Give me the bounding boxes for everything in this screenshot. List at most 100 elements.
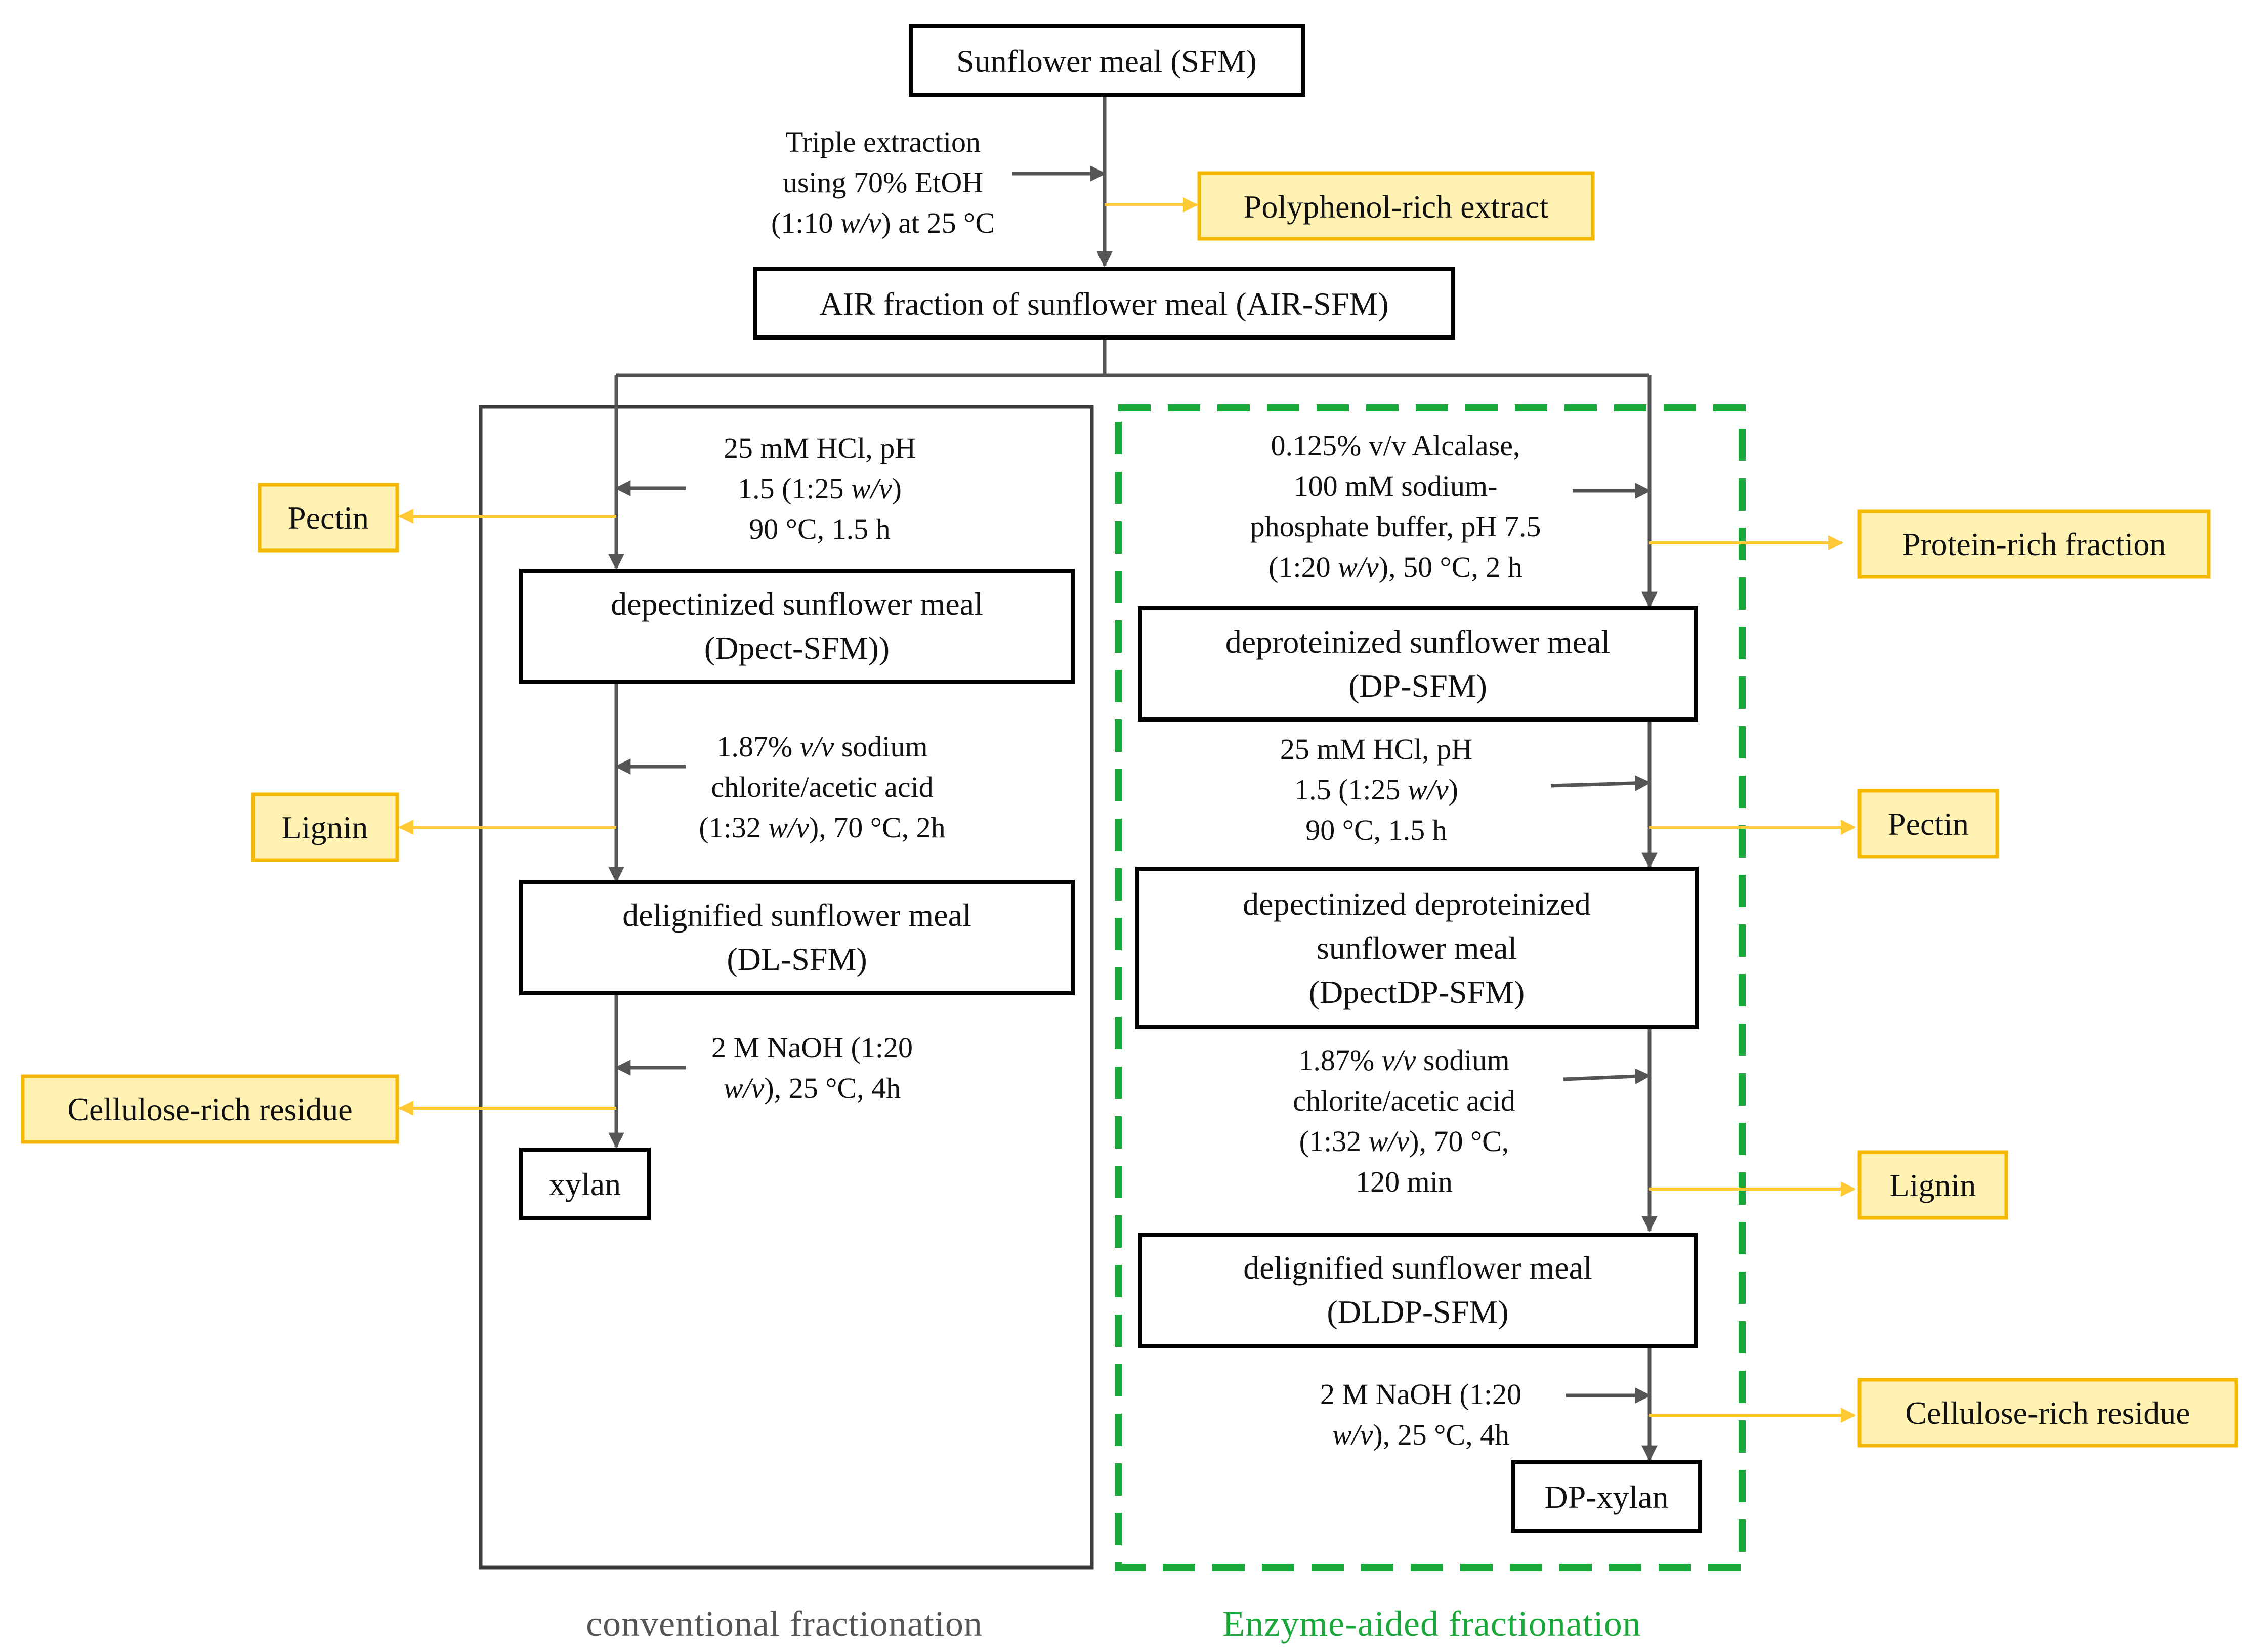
condition-text-run: (1:20 bbox=[1268, 550, 1338, 583]
condition-text-run: 1.87% bbox=[716, 730, 799, 763]
product-protein-fraction: Protein-rich fraction bbox=[1857, 509, 2211, 579]
node-air-sfm-label: AIR fraction of sunflower meal (AIR-SFM) bbox=[819, 286, 1388, 322]
condition-line: 0.125% v/v Alcalase, bbox=[1271, 429, 1520, 462]
node-dpect-sfm: depectinized sunflower meal (Dpect-SFM)) bbox=[519, 569, 1075, 684]
condition-line: phosphate buffer, pH 7.5 bbox=[1250, 510, 1541, 543]
condition-text-run: 25 mM HCl, pH bbox=[1280, 733, 1472, 766]
product-pectin-conventional-label: Pectin bbox=[288, 500, 369, 536]
condition-text-run: ) bbox=[1449, 773, 1458, 806]
node-xylan-label: xylan bbox=[549, 1166, 621, 1202]
condition-line: (1:32 w/v), 70 °C, bbox=[1299, 1125, 1509, 1158]
node-dl-sfm: delignified sunflower meal (DL-SFM) bbox=[519, 880, 1075, 995]
product-protein-fraction-label: Protein-rich fraction bbox=[1902, 526, 2166, 562]
product-pectin-enzyme: Pectin bbox=[1857, 789, 1999, 859]
node-sfm: Sunflower meal (SFM) bbox=[909, 24, 1305, 97]
condition-text-run: 2 M NaOH (1:20 bbox=[711, 1031, 913, 1064]
condition-line: 1.87% v/v sodium bbox=[716, 730, 927, 763]
condition-text-run: w/v bbox=[724, 1072, 765, 1105]
condition-text-run: w/v bbox=[1369, 1125, 1410, 1158]
node-dp-sfm-line-1: deproteinized sunflower meal bbox=[1225, 624, 1611, 660]
product-cellulose-conventional: Cellulose-rich residue bbox=[21, 1074, 399, 1144]
condition-text-run: ) at 25 °C bbox=[881, 206, 995, 239]
condition-text-run: 1.5 (1:25 bbox=[738, 472, 851, 505]
node-dldp-sfm-line-2: (DLDP-SFM) bbox=[1327, 1294, 1508, 1330]
condition-enzyme-alcalase: 0.125% v/v Alcalase, 100 mM sodium-phosph… bbox=[1250, 429, 1541, 583]
condition-text-run: 90 °C, 1.5 h bbox=[749, 513, 890, 545]
product-polyphenol-extract: Polyphenol-rich extract bbox=[1197, 171, 1595, 241]
node-dpectdp-sfm-line-2: sunflower meal bbox=[1317, 930, 1517, 966]
condition-line: using 70% EtOH bbox=[783, 166, 983, 199]
caption-conventional-fractionation: conventional fractionation bbox=[586, 1603, 983, 1644]
condition-enzyme-naoh: 2 M NaOH (1:20 w/v), 25 °C, 4h bbox=[1320, 1378, 1521, 1451]
condition-text-run: w/v bbox=[768, 811, 809, 844]
node-dpectdp-sfm-line-3: (DpectDP-SFM) bbox=[1309, 974, 1525, 1010]
node-dpect-sfm-line-1: depectinized sunflower meal bbox=[611, 586, 983, 622]
condition-text-run: phosphate buffer, pH 7.5 bbox=[1250, 510, 1541, 543]
condition-line: Triple extraction bbox=[785, 125, 981, 158]
condition-text-run: ), 25 °C, 4h bbox=[1373, 1418, 1509, 1451]
condition-line: 1.5 (1:25 w/v) bbox=[1294, 773, 1458, 806]
node-dl-sfm-line-1: delignified sunflower meal bbox=[622, 897, 971, 933]
condition-line: w/v), 25 °C, 4h bbox=[1332, 1418, 1509, 1451]
condition-text-run: 2 M NaOH (1:20 bbox=[1320, 1378, 1521, 1411]
node-dp-xylan-label: DP-xylan bbox=[1544, 1479, 1668, 1515]
condition-text-run: (1:32 bbox=[1299, 1125, 1369, 1158]
condition-line: (1:10 w/v) at 25 °C bbox=[771, 206, 995, 239]
condition-line: 120 min bbox=[1356, 1165, 1453, 1198]
condition-text-run: 90 °C, 1.5 h bbox=[1305, 814, 1447, 846]
condition-text-run: ), 70 °C, 2h bbox=[809, 811, 946, 844]
node-dpectdp-sfm-line-1: depectinized deproteinized bbox=[1243, 886, 1591, 922]
product-polyphenol-extract-label: Polyphenol-rich extract bbox=[1244, 189, 1549, 225]
caption-enzyme-aided-fractionation: Enzyme-aided fractionation bbox=[1222, 1603, 1641, 1644]
condition-line: 2 M NaOH (1:20 bbox=[711, 1031, 913, 1064]
condition-extraction: Triple extraction using 70% EtOH (1:10 w/v… bbox=[771, 125, 995, 239]
condition-text-run: ), 70 °C, bbox=[1409, 1125, 1509, 1158]
condition-text-run: ), 50 °C, 2 h bbox=[1379, 550, 1522, 583]
conventional-frame bbox=[479, 405, 1094, 1570]
product-lignin-enzyme: Lignin bbox=[1857, 1150, 2008, 1220]
condition-text-run: 100 mM sodium- bbox=[1294, 470, 1498, 502]
condition-text-run: 25 mM HCl, pH bbox=[724, 432, 916, 464]
node-dldp-sfm: delignified sunflower meal (DLDP-SFM) bbox=[1138, 1233, 1698, 1348]
condition-text-run: ), 25 °C, 4h bbox=[764, 1072, 901, 1105]
condition-text-run: w/v bbox=[851, 472, 892, 505]
product-pectin-enzyme-label: Pectin bbox=[1888, 806, 1969, 842]
condition-line: (1:32 w/v), 70 °C, 2h bbox=[699, 811, 945, 844]
enzyme-aided-frame bbox=[1115, 404, 1746, 1571]
product-cellulose-enzyme: Cellulose-rich residue bbox=[1857, 1378, 2238, 1448]
condition-line: 90 °C, 1.5 h bbox=[749, 513, 890, 545]
condition-line: 90 °C, 1.5 h bbox=[1305, 814, 1447, 846]
condition-text-run: chlorite/acetic acid bbox=[711, 771, 934, 803]
product-arrows bbox=[398, 197, 1856, 1423]
condition-text-run: 0.125% v/v Alcalase, bbox=[1271, 429, 1520, 462]
node-dl-sfm-line-2: (DL-SFM) bbox=[727, 941, 867, 977]
condition-text-run: w/v bbox=[840, 206, 881, 239]
condition-line: chlorite/acetic acid bbox=[711, 771, 934, 803]
condition-text-run: (1:32 bbox=[699, 811, 768, 844]
node-air-sfm: AIR fraction of sunflower meal (AIR-SFM) bbox=[753, 267, 1455, 340]
product-lignin-enzyme-label: Lignin bbox=[1890, 1167, 1976, 1203]
product-lignin-conventional-label: Lignin bbox=[282, 810, 368, 845]
condition-text-run: (1:10 bbox=[771, 206, 840, 239]
condition-line: 25 mM HCl, pH bbox=[724, 432, 916, 464]
condition-line: 1.5 (1:25 w/v) bbox=[738, 472, 902, 505]
product-cellulose-conventional-label: Cellulose-rich residue bbox=[67, 1091, 352, 1127]
product-cellulose-enzyme-label: Cellulose-rich residue bbox=[1905, 1395, 2190, 1431]
condition-text-run: Triple extraction bbox=[785, 125, 981, 158]
node-xylan: xylan bbox=[519, 1148, 651, 1220]
condition-text-run: w/v bbox=[1338, 550, 1379, 583]
condition-line: 100 mM sodium- bbox=[1294, 470, 1498, 502]
node-sfm-label: Sunflower meal (SFM) bbox=[956, 43, 1257, 79]
condition-line: (1:20 w/v), 50 °C, 2 h bbox=[1268, 550, 1522, 583]
node-dp-sfm: deproteinized sunflower meal (DP-SFM) bbox=[1138, 606, 1698, 722]
condition-text-run: 1.87% bbox=[1298, 1044, 1381, 1077]
condition-line: w/v), 25 °C, 4h bbox=[724, 1072, 901, 1105]
node-dpectdp-sfm: depectinized deproteinized sunflower mea… bbox=[1135, 867, 1699, 1029]
product-lignin-conventional: Lignin bbox=[251, 792, 399, 862]
condition-conventional-naoh: 2 M NaOH (1:20 w/v), 25 °C, 4h bbox=[711, 1031, 913, 1105]
condition-text-run: w/v bbox=[1408, 773, 1449, 806]
condition-line: 2 M NaOH (1:20 bbox=[1320, 1378, 1521, 1411]
condition-text-run: chlorite/acetic acid bbox=[1293, 1084, 1515, 1117]
flow-lines bbox=[608, 95, 1658, 1462]
